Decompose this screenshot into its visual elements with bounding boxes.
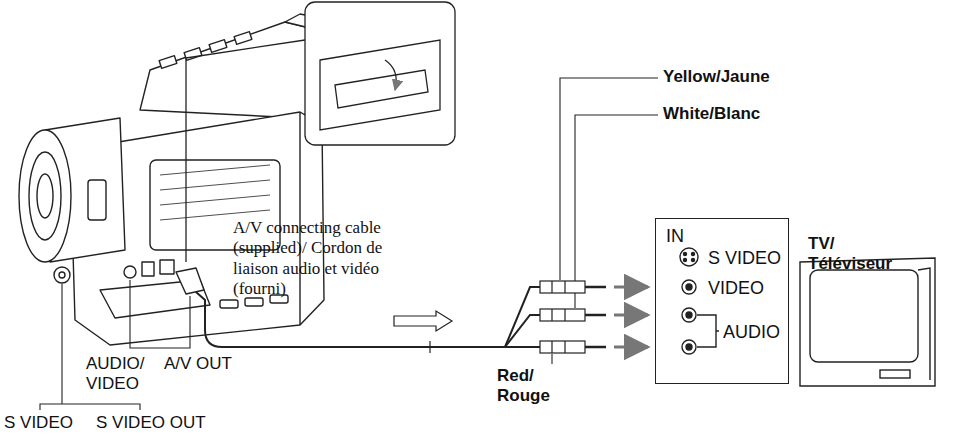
color-label: Red/ Rouge [497, 366, 567, 407]
jack-name: S VIDEO [708, 247, 781, 269]
signal-arrow [394, 311, 452, 331]
color-label: Yellow/Jaune [663, 67, 770, 87]
color-label: White/Blanc [663, 104, 760, 124]
leader-line [40, 78, 658, 410]
jack-label: AUDIO/ VIDEO [86, 354, 158, 395]
jack-label: S VIDEO [4, 413, 73, 433]
camcorder [19, 14, 338, 345]
input-panel: IN S VIDEO VIDEO AUDIO [655, 218, 789, 384]
jack-name: VIDEO [708, 277, 764, 299]
jack-label: A/V OUT [164, 354, 232, 374]
television [800, 258, 935, 386]
jack-name: AUDIO [723, 321, 780, 343]
panel-heading: IN [666, 225, 684, 247]
jack-label: S VIDEO OUT [96, 413, 206, 433]
device-label: TV/ Téléviseur [808, 234, 920, 275]
cable-label: A/V connecting cable (supplied)/ Cordon … [233, 218, 401, 300]
rca-plug [540, 281, 606, 353]
insert-arrow [614, 287, 648, 347]
